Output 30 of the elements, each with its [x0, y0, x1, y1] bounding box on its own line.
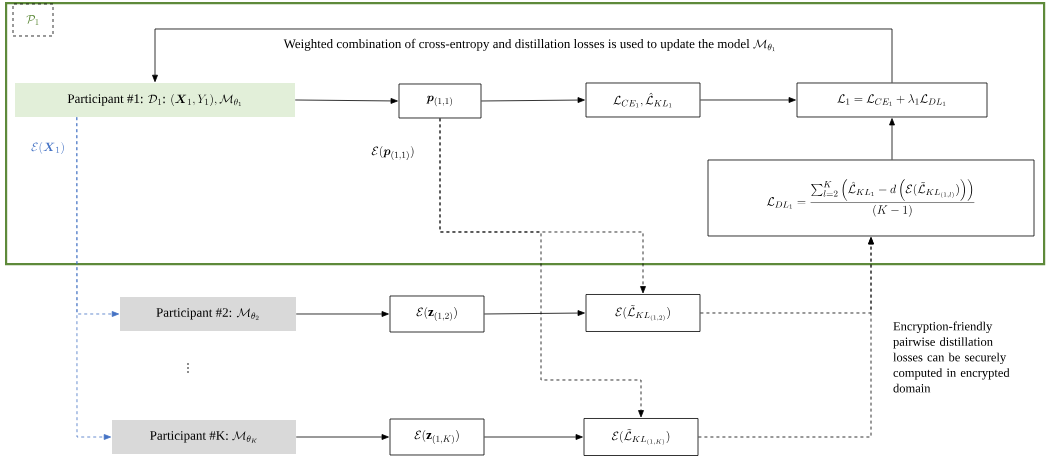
note-text: Encryption-friendly pairwise distillation losses can be securely computed in encrypted domain: [893, 321, 1010, 393]
edge-label: $\mathcal{E}(\boldsymbol{X}_1)$: [29, 140, 67, 156]
arrow: [889, 118, 895, 160]
process-box: $\mathcal{L}_{CE_1},\hat{\mathcal{L}}_{KL_1}$: [585, 82, 701, 118]
arrow: [152, 28, 893, 83]
dashed-arrow: [698, 237, 874, 438]
frame-label: $\mathcal{P}_1$: [12, 3, 54, 37]
ellipsis: $\vdots$: [187, 363, 189, 373]
dashed-arrow: [439, 118, 644, 418]
participant-box: $\text{Participant \#2: }\mathcal{M}_{\theta_2}$: [120, 297, 296, 331]
edge-label: $\mathcal{E}(\boldsymbol{p}_{(1,1)})$: [369, 143, 417, 163]
arrow: [294, 98, 398, 104]
process-box: $\boldsymbol{p}_{(1,1)}$: [398, 83, 482, 119]
edge-label: $\text{Weighted combination of cross-entropy and distillation losses is used to update the model }\mathcal{M}_{\theta_1}$: [281, 36, 779, 54]
participant-box: $\text{Participant \#1: }\mathcal{D}_1\text{: }(\boldsymbol{X}_1,Y_1),\mathcal{M}_{\theta_1}$: [15, 83, 295, 117]
process-box: $\mathcal{E}(\mathbf{z}_{(1,2)})$: [389, 295, 485, 333]
arrow: [481, 97, 585, 103]
process-box: $\mathcal{E}(\tilde{\mathcal{L}}_{KL_{(1,2)}})$: [585, 294, 701, 332]
arrow: [484, 434, 583, 440]
arrow: [295, 434, 389, 440]
group-frame: [5, 2, 1046, 266]
process-box: $\mathcal{E}(\mathbf{z}_{(1,K)})$: [389, 418, 485, 456]
dashed-arrow: [76, 116, 112, 440]
process-box: $\mathcal{E}(\tilde{\mathcal{L}}_{KL_{(1,K)}})$: [583, 418, 699, 456]
formula-box: $\mathcal{L}_1=\mathcal{L}_{CE_1}+\lambda_1\mathcal{L}_{DL_1}$: [796, 82, 988, 118]
formula-box: $\mathcal{L}_{DL_1}=\dfrac{\sum_{l=2}^{K}\left(\hat{\mathcal{L}}_{KL_1}-d\left(\mathcal{E}(\tilde{\mathcal{L}}_{KL_{(1,l)}})\right)\right)}{(K-1)}$: [707, 159, 1035, 237]
arrow: [484, 310, 585, 316]
participant-box: $\text{Participant \#K: }\mathcal{M}_{\theta_K}$: [112, 420, 296, 454]
arrow: [295, 311, 389, 317]
arrow: [700, 97, 796, 103]
